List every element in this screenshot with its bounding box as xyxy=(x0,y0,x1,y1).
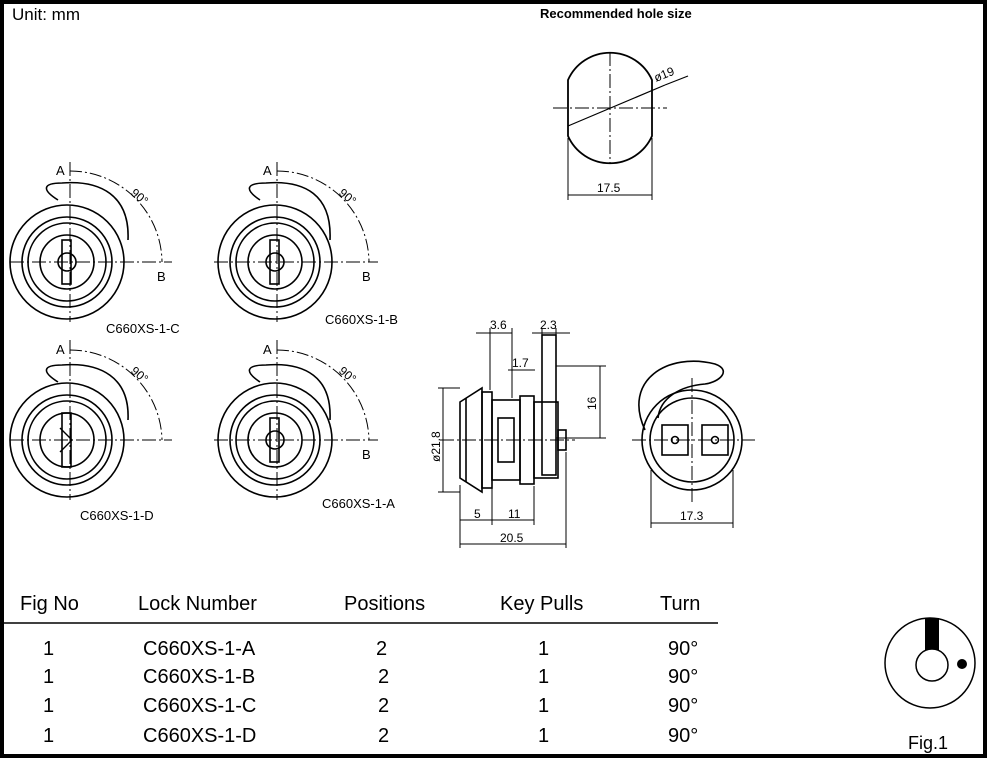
key-position-symbol xyxy=(884,617,976,709)
lock-c-number: C660XS-1-C xyxy=(106,321,180,336)
lock-a-a-label: A xyxy=(263,342,272,357)
lock-front-view-d xyxy=(9,340,172,500)
side-dim-1-7: 1.7 xyxy=(512,356,529,370)
side-dim-11: 11 xyxy=(508,507,521,521)
col-lock-number: Lock Number xyxy=(138,593,257,615)
lock-a-number: C660XS-1-A xyxy=(322,496,395,511)
lock-b-a-label: A xyxy=(263,163,272,178)
cell-pos-2: 2 xyxy=(378,666,389,688)
cell-turn-2: 90° xyxy=(668,666,698,688)
cell-lock-4: C660XS-1-D xyxy=(143,725,256,747)
cell-turn-3: 90° xyxy=(668,695,698,717)
side-dim-20-5: 20.5 xyxy=(500,531,524,545)
lock-b-number: C660XS-1-B xyxy=(325,312,398,327)
cell-pos-4: 2 xyxy=(378,725,389,747)
lock-c-a-label: A xyxy=(56,163,65,178)
side-dim-16: 16 xyxy=(585,396,599,410)
lock-front-view-a xyxy=(214,340,378,500)
hole-size-title: Recommended hole size xyxy=(540,6,692,21)
lock-a-angle-label: 90° xyxy=(336,364,359,387)
lock-front-view-c xyxy=(9,162,172,322)
lock-spec-table: Fig No Lock Number Positions Key Pulls T… xyxy=(4,593,718,747)
cell-pulls-4: 1 xyxy=(538,725,549,747)
lock-rear-view xyxy=(632,360,755,528)
cell-lock-2: C660XS-1-B xyxy=(143,666,255,688)
hole-width-dim: 17.5 xyxy=(597,181,621,195)
lock-c-b-label: B xyxy=(157,269,166,284)
lock-front-view-b xyxy=(214,162,378,322)
cell-pulls-2: 1 xyxy=(538,666,549,688)
cell-pulls-1: 1 xyxy=(538,638,549,660)
lock-d-number: C660XS-1-D xyxy=(80,508,154,523)
cell-lock-1: C660XS-1-A xyxy=(143,638,256,660)
unit-label: Unit: mm xyxy=(12,5,80,24)
side-dim-5: 5 xyxy=(474,507,481,521)
col-fig-no: Fig No xyxy=(20,593,79,615)
side-dim-dia-21-8: ø21.8 xyxy=(429,431,443,462)
cell-fig-1: 1 xyxy=(43,638,54,660)
cell-lock-3: C660XS-1-C xyxy=(143,695,256,717)
cell-fig-3: 1 xyxy=(43,695,54,717)
rear-dim-17-3: 17.3 xyxy=(680,509,704,523)
lock-d-angle-label: 90° xyxy=(128,364,151,387)
lock-c-angle-label: 90° xyxy=(128,186,151,209)
cell-fig-4: 1 xyxy=(43,725,54,747)
cell-pulls-3: 1 xyxy=(538,695,549,717)
col-key-pulls: Key Pulls xyxy=(500,593,583,615)
lock-d-a-label: A xyxy=(56,342,65,357)
cell-turn-4: 90° xyxy=(668,725,698,747)
cell-pos-1: 2 xyxy=(376,638,387,660)
cell-fig-2: 1 xyxy=(43,666,54,688)
cell-turn-1: 90° xyxy=(668,638,698,660)
col-positions: Positions xyxy=(344,593,425,615)
lock-b-b-label: B xyxy=(362,269,371,284)
lock-a-b-label: B xyxy=(362,447,371,462)
fig-label: Fig.1 xyxy=(908,733,948,753)
col-turn: Turn xyxy=(660,593,700,615)
lock-b-angle-label: 90° xyxy=(336,186,359,209)
side-dim-3-6: 3.6 xyxy=(490,318,507,332)
cell-pos-3: 2 xyxy=(378,695,389,717)
side-dim-2-3: 2.3 xyxy=(540,318,557,332)
lock-side-view xyxy=(438,328,606,548)
recommended-hole-drawing xyxy=(553,51,689,200)
